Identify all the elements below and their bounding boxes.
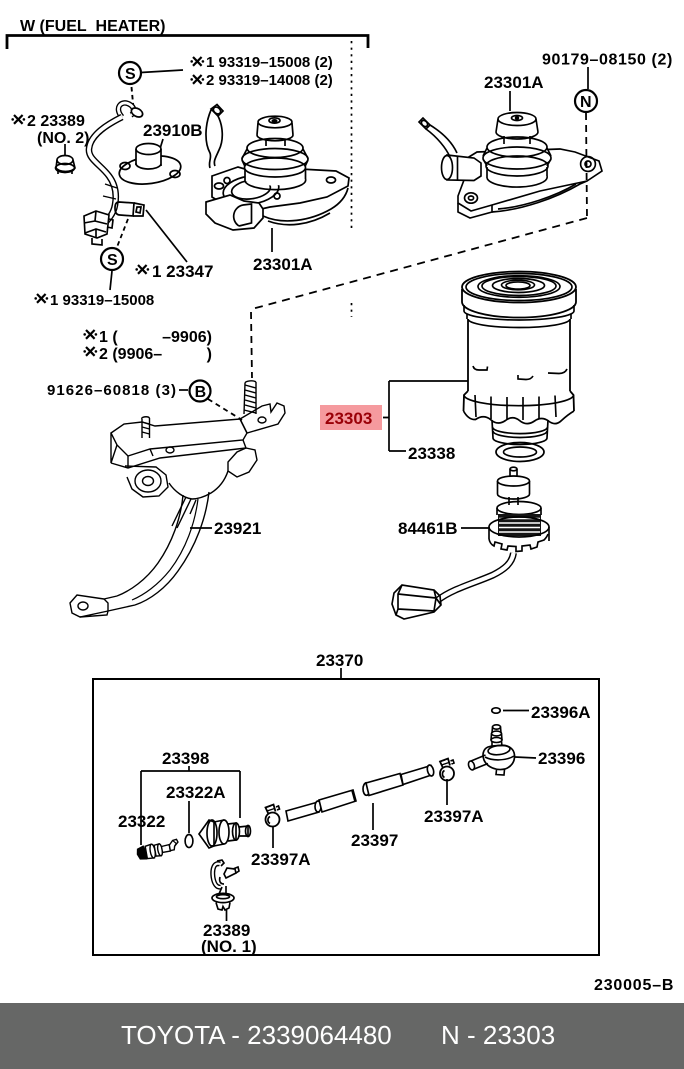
svg-text:1 ( –9906): 1 ( –9906)	[99, 329, 212, 346]
svg-text:W (FUEL HEATER): W (FUEL HEATER)	[20, 18, 165, 35]
svg-text:23322A: 23322A	[166, 783, 226, 802]
svg-text:S: S	[107, 252, 118, 269]
svg-text:23397A: 23397A	[251, 850, 311, 869]
svg-text:2 23389: 2 23389	[27, 113, 85, 130]
svg-text:1 23347: 1 23347	[152, 262, 213, 281]
svg-text:23301A: 23301A	[253, 255, 313, 274]
svg-text:23396A: 23396A	[531, 703, 591, 722]
svg-text:23397A: 23397A	[424, 807, 484, 826]
svg-text:B: B	[195, 384, 207, 401]
svg-text:23396: 23396	[538, 749, 585, 768]
svg-text:23338: 23338	[408, 444, 455, 463]
svg-text:23397: 23397	[351, 831, 398, 850]
svg-text:(NO. 1): (NO. 1)	[201, 937, 257, 956]
svg-text:N: N	[580, 94, 592, 111]
svg-text:23389: 23389	[203, 921, 250, 940]
svg-text:2 93319–14008 (2): 2 93319–14008 (2)	[206, 72, 333, 89]
svg-text:23910B: 23910B	[143, 121, 203, 140]
svg-text:23301A: 23301A	[484, 73, 544, 92]
svg-text:S: S	[125, 66, 136, 83]
svg-text:91626–60818 (3): 91626–60818 (3)	[47, 382, 177, 399]
svg-text:23303: 23303	[325, 409, 372, 428]
svg-text:1 93319–15008 (2): 1 93319–15008 (2)	[206, 54, 333, 71]
svg-text:23921: 23921	[214, 519, 261, 538]
svg-text:23370: 23370	[316, 651, 363, 670]
svg-text:1 93319–15008: 1 93319–15008	[50, 292, 154, 309]
svg-text:(NO. 2): (NO. 2)	[37, 130, 89, 147]
svg-text:84461B: 84461B	[398, 519, 458, 538]
svg-text:23398: 23398	[162, 749, 209, 768]
svg-text:90179–08150 (2): 90179–08150 (2)	[542, 52, 673, 69]
svg-text:2 (9906– ): 2 (9906– )	[99, 346, 212, 363]
svg-text:23322: 23322	[118, 812, 165, 831]
svg-text:230005–B: 230005–B	[594, 977, 674, 994]
